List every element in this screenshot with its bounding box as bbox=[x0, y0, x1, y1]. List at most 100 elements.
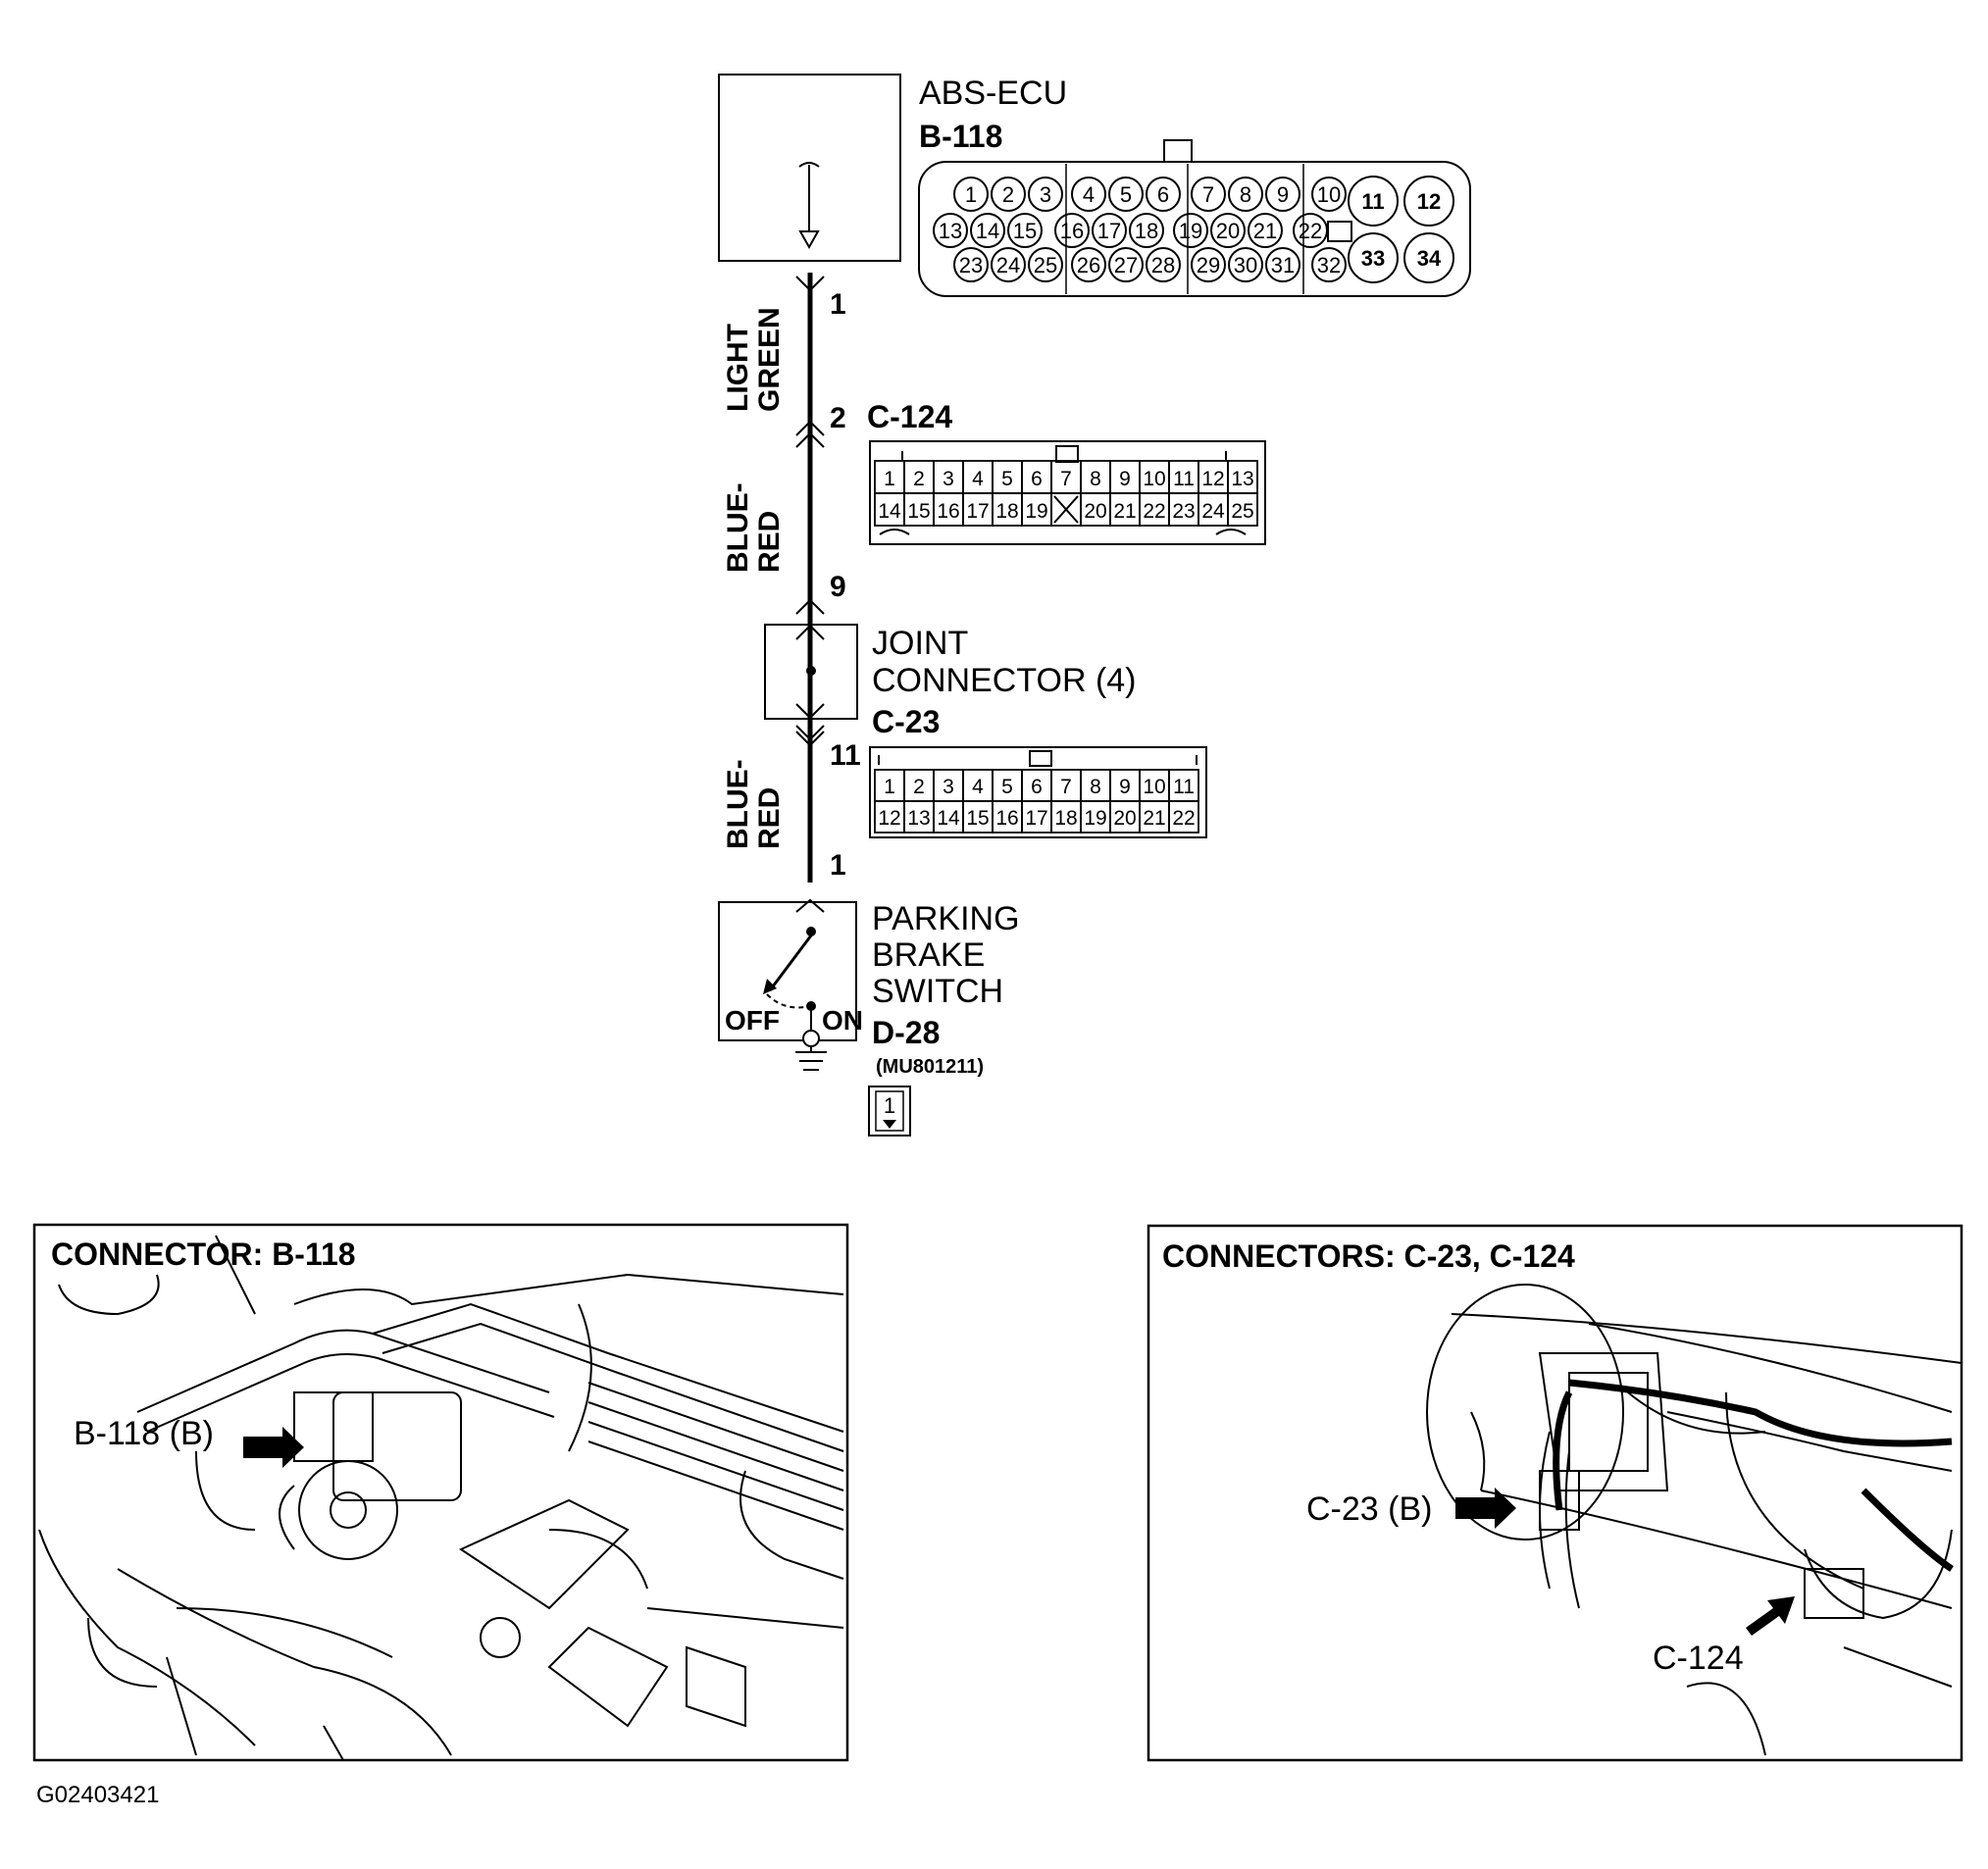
b118-pin-label: 15 bbox=[1013, 219, 1037, 243]
b118-pin-label: 5 bbox=[1120, 182, 1132, 207]
c124-pin-label: 21 bbox=[1113, 500, 1136, 523]
c23-pin-label: 15 bbox=[966, 807, 989, 830]
connector-chevron bbox=[795, 598, 825, 615]
parking-brake-switch: OFF ON PARKING BRAKE SWITCH D-28 (MU8012… bbox=[718, 900, 1020, 1137]
b118-pin bbox=[1146, 247, 1181, 282]
b118-pin bbox=[991, 247, 1026, 282]
b118-pin bbox=[1248, 213, 1283, 248]
callout-c23: C-23 (B) bbox=[1306, 1490, 1432, 1528]
switch-lever bbox=[768, 934, 813, 991]
b118-pin bbox=[1054, 213, 1090, 248]
pin-c124-in-label: 2 bbox=[830, 402, 846, 434]
c23-pin-label: 19 bbox=[1084, 807, 1106, 830]
c23-pin-label: 6 bbox=[1031, 776, 1043, 798]
c124-pin-label: 24 bbox=[1201, 500, 1225, 523]
switch-line3: SWITCH bbox=[872, 973, 1003, 1010]
b118-pin-label: 24 bbox=[996, 253, 1020, 278]
c124-latch bbox=[1055, 445, 1079, 463]
switch-line2: BRAKE bbox=[872, 936, 985, 974]
b118-pin-label: 26 bbox=[1077, 253, 1100, 278]
b118-pin-label: 10 bbox=[1317, 182, 1341, 207]
b118-pin bbox=[1228, 247, 1263, 282]
harness-bundle bbox=[1553, 1379, 1954, 1572]
c124-pin-label: 17 bbox=[966, 500, 989, 523]
abs-ecu-block: ABS-ECU B-118 bbox=[718, 74, 1067, 262]
joint-box bbox=[764, 624, 858, 720]
c23-pin-label: 2 bbox=[913, 776, 925, 798]
c23-pin-label: 13 bbox=[907, 807, 930, 830]
c23-housing bbox=[869, 746, 1207, 838]
b118-pin-label: 21 bbox=[1253, 219, 1277, 243]
b118-pin-label: 1 bbox=[965, 182, 977, 207]
c23-pin-label: 10 bbox=[1143, 776, 1165, 798]
b118-pin-label: 23 bbox=[959, 253, 983, 278]
b118-pin-label: 34 bbox=[1417, 246, 1442, 271]
b118-pin-label: 30 bbox=[1234, 253, 1257, 278]
b118-pin bbox=[1265, 177, 1300, 212]
callout-c124: C-124 bbox=[1653, 1640, 1744, 1677]
callout-arrow-icon bbox=[1746, 1596, 1795, 1636]
c124-pin-label: 25 bbox=[1231, 500, 1253, 523]
b118-pin bbox=[1293, 213, 1328, 248]
b118-pin bbox=[1028, 177, 1063, 212]
c124-pin-label: 6 bbox=[1031, 468, 1043, 490]
c23-latch bbox=[1029, 750, 1052, 767]
c23-pin-label: 18 bbox=[1054, 807, 1077, 830]
c23-pin-label: 5 bbox=[1001, 776, 1013, 798]
c124-pin-label: 1 bbox=[884, 468, 895, 490]
engine-bay-illustration bbox=[38, 1235, 844, 1761]
b118-pin-large bbox=[1348, 232, 1399, 283]
b118-pin bbox=[1092, 213, 1127, 248]
b118-pin-label: 11 bbox=[1361, 189, 1384, 214]
b118-pin-label: 4 bbox=[1083, 182, 1095, 207]
c23-pin-label: 8 bbox=[1090, 776, 1101, 798]
ground-terminal bbox=[802, 1030, 820, 1047]
joint-node bbox=[806, 666, 816, 676]
b118-pin-label: 33 bbox=[1361, 246, 1385, 271]
wire-color-light: LIGHT bbox=[722, 324, 754, 412]
b118-latch bbox=[1163, 139, 1193, 163]
switch-off-label: OFF bbox=[725, 1005, 780, 1036]
c124-pin-label: 14 bbox=[878, 500, 901, 523]
b118-pin bbox=[991, 177, 1026, 212]
c124-pin-label: 7 bbox=[1060, 468, 1072, 490]
c124-pin-label: 19 bbox=[1025, 500, 1047, 523]
c23-pin-label: 17 bbox=[1025, 807, 1047, 830]
wire-color-green: GREEN bbox=[753, 307, 786, 412]
b118-pin bbox=[1146, 177, 1181, 212]
b118-pin-label: 8 bbox=[1240, 182, 1251, 207]
figure-id: G02403421 bbox=[36, 1782, 159, 1808]
b118-pin bbox=[1228, 177, 1263, 212]
c23-pin-label: 11 bbox=[1173, 776, 1195, 798]
b118-pin-label: 9 bbox=[1277, 182, 1289, 207]
c124-pin-label: 23 bbox=[1172, 500, 1195, 523]
c124-pin-label: 13 bbox=[1231, 468, 1253, 490]
b118-pin bbox=[1311, 177, 1347, 212]
wire-color-red-2: RED bbox=[753, 787, 786, 849]
c23-cavity bbox=[1168, 800, 1199, 833]
panel-right-title: CONNECTORS: C-23, C-124 bbox=[1162, 1238, 1575, 1274]
b118-pin bbox=[1071, 247, 1106, 282]
b118-pin-label: 3 bbox=[1040, 182, 1051, 207]
abs-ecu-box bbox=[718, 74, 901, 262]
connector-chevron bbox=[795, 731, 825, 747]
c124-pin-label: 20 bbox=[1084, 500, 1106, 523]
b118-pin-label: 32 bbox=[1317, 253, 1341, 278]
switch-connector-face bbox=[868, 1086, 911, 1137]
c124-pin-label: 4 bbox=[972, 468, 984, 490]
b118-pin-label: 27 bbox=[1114, 253, 1138, 278]
c124-pin-label: 2 bbox=[913, 468, 925, 490]
b118-pin-label: 13 bbox=[939, 219, 962, 243]
wire-color-red: RED bbox=[753, 511, 786, 573]
b118-pin bbox=[1028, 247, 1063, 282]
c23-pin-label: 4 bbox=[972, 776, 984, 798]
b118-pin bbox=[1108, 177, 1144, 212]
b118-pin bbox=[1265, 247, 1300, 282]
pin-c124-out-label: 9 bbox=[830, 571, 846, 603]
joint-line1: JOINT bbox=[872, 625, 968, 662]
